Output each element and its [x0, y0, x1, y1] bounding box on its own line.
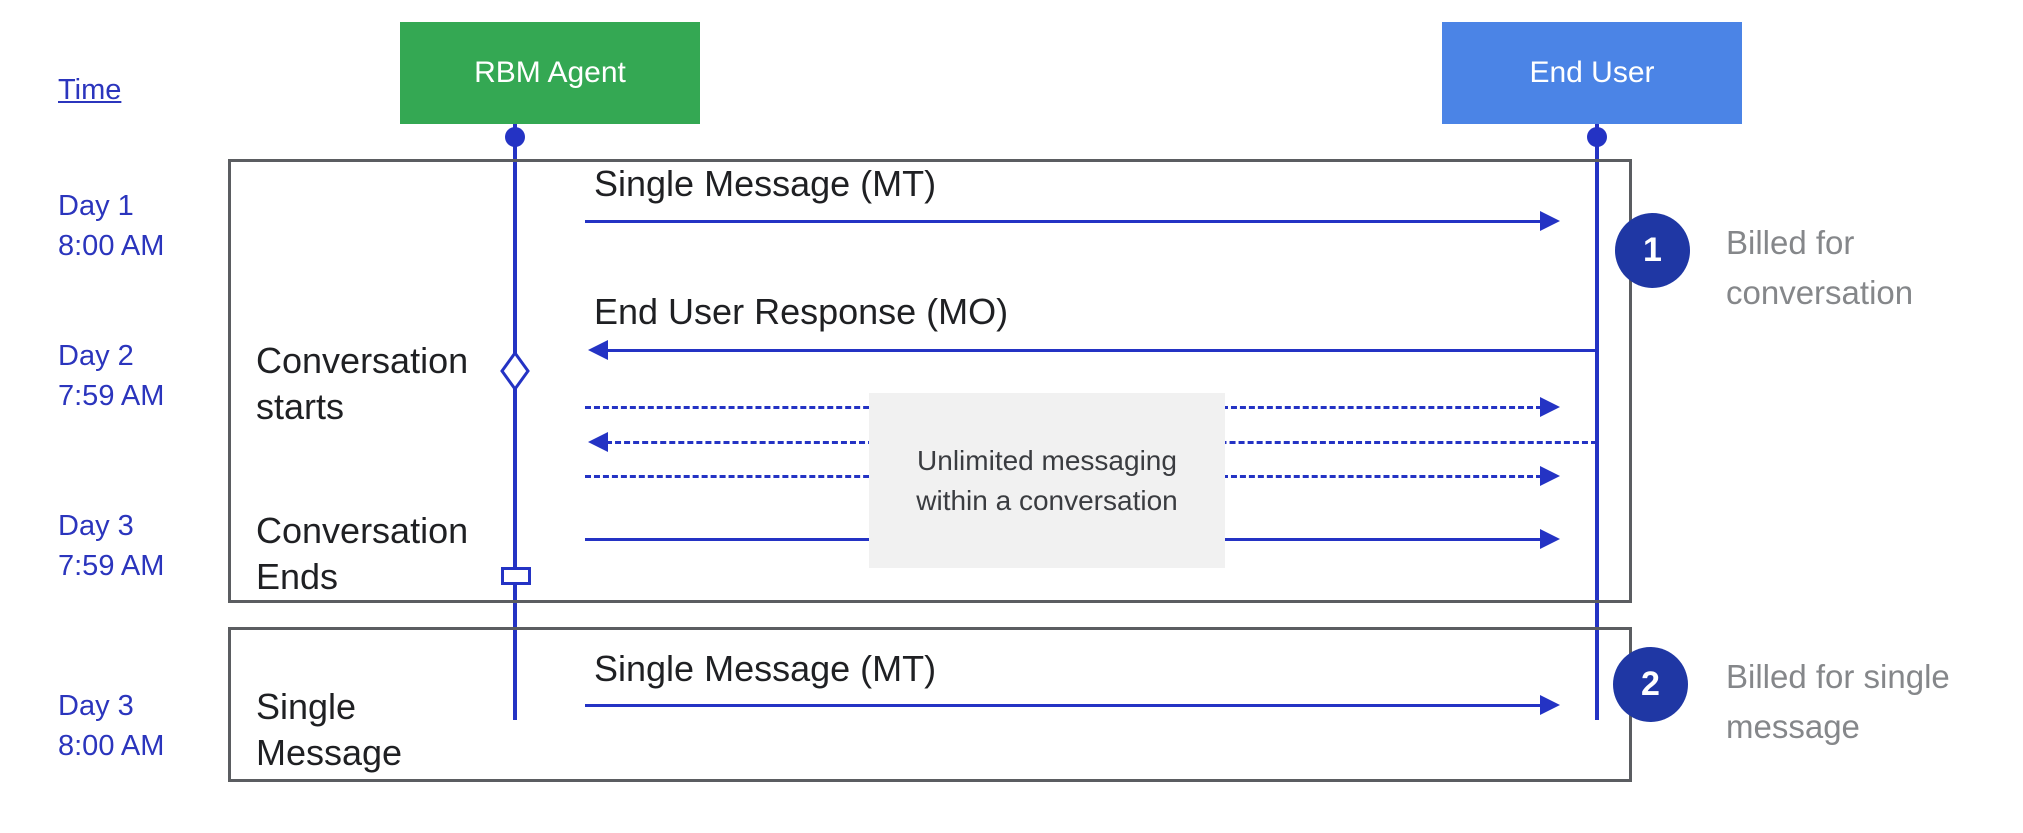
- conversation-start-diamond-icon: [500, 351, 530, 391]
- dashed-arrowhead-right-icon: [1540, 397, 1560, 417]
- time-axis-label: Time: [58, 74, 122, 106]
- conversation-ends-label: Conversation Ends: [256, 510, 469, 597]
- timeline-time: 8:00 AM: [58, 730, 165, 762]
- timeline-label-day1: Day 1 8:00 AM: [58, 186, 228, 266]
- message-label-end-user-response-mo: End User Response (MO): [594, 291, 1009, 332]
- billed-for-conversation-label: Billed for conversation: [1726, 224, 1914, 311]
- mo-message-arrow-line: [606, 349, 1597, 352]
- mo-arrowhead-left-icon: [588, 340, 608, 360]
- rbm-agent-lifeline-dot-icon: [505, 127, 525, 147]
- mt-arrowhead-right-icon: [1540, 695, 1560, 715]
- billed-for-single-message-label: Billed for single message: [1726, 658, 1950, 745]
- conversation-starts-label: Conversation starts: [256, 340, 469, 427]
- message-label-single-message-mt-2: Single Message (MT): [594, 648, 937, 689]
- timeline-time: 8:00 AM: [58, 230, 165, 262]
- unlimited-messaging-note-text: Unlimited messaging within a conversatio…: [916, 444, 1178, 516]
- timeline-day: Day 2: [58, 340, 134, 372]
- actor-rbm-agent: RBM Agent: [400, 22, 700, 124]
- mt-message-arrow-line: [585, 220, 1542, 223]
- conversation-end-square-icon: [501, 567, 531, 585]
- unlimited-messaging-note: Unlimited messaging within a conversatio…: [869, 393, 1225, 568]
- message-label-single-message-mt: Single Message (MT): [594, 163, 937, 204]
- single-message-label: Single Message: [256, 686, 403, 773]
- single-message-arrow-line: [585, 704, 1542, 707]
- timeline-day: Day 3: [58, 510, 134, 542]
- end-user-lifeline: [1595, 124, 1599, 720]
- timeline-label-day3-8am: Day 3 8:00 AM: [58, 686, 228, 766]
- end-user-lifeline-dot-icon: [1587, 127, 1607, 147]
- arrowhead-right-icon: [1540, 529, 1560, 549]
- mt-arrowhead-right-icon: [1540, 211, 1560, 231]
- rbm-agent-lifeline: [513, 124, 517, 720]
- timeline-label-day2: Day 2 7:59 AM: [58, 336, 228, 416]
- dashed-arrowhead-right-icon: [1540, 466, 1560, 486]
- actor-rbm-agent-label: RBM Agent: [474, 56, 626, 89]
- actor-end-user: End User: [1442, 22, 1742, 124]
- dashed-arrowhead-left-icon: [588, 432, 608, 452]
- actor-end-user-label: End User: [1529, 56, 1655, 89]
- timeline-time: 7:59 AM: [58, 550, 165, 582]
- timeline-time: 7:59 AM: [58, 380, 165, 412]
- billing-badge-2: 2: [1613, 647, 1688, 722]
- timeline-label-day3: Day 3 7:59 AM: [58, 506, 228, 586]
- timeline-day: Day 1: [58, 190, 134, 222]
- billing-badge-1: 1: [1615, 213, 1690, 288]
- conversation-billing-frame: [228, 159, 1632, 603]
- timeline-day: Day 3: [58, 690, 134, 722]
